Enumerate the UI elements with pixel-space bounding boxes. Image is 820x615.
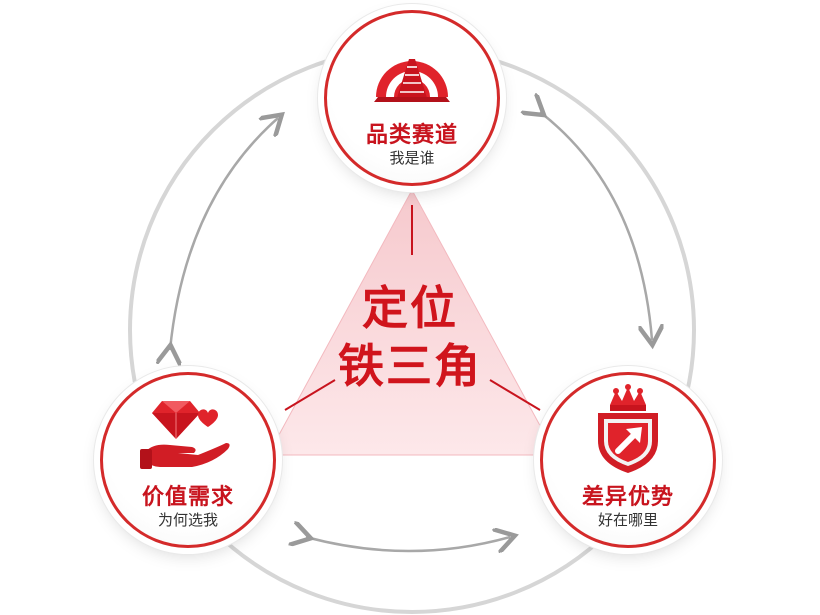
center-title-line2: 铁三角 <box>338 339 482 393</box>
node-subtitle-right: 好在哪里 <box>597 511 658 529</box>
node-title-left: 价值需求 <box>141 485 234 510</box>
arrow-left-top <box>170 118 278 350</box>
node-category-track: 品类赛道 我是谁 <box>324 10 500 186</box>
connector-right <box>489 379 541 411</box>
node-title-top: 品类赛道 <box>365 123 458 148</box>
target-railway-icon <box>374 59 450 102</box>
node-value-demand: 价值需求 为何选我 <box>100 372 276 548</box>
center-title-line1: 定位 <box>362 281 458 335</box>
arrow-top-right <box>540 112 652 340</box>
node-title-right: 差异优势 <box>581 485 674 510</box>
connector-left <box>284 379 336 411</box>
center-triangle <box>268 190 556 455</box>
node-differentiation: 差异优势 好在哪里 <box>540 372 716 548</box>
node-subtitle-top: 我是谁 <box>389 149 435 167</box>
node-subtitle-left: 为何选我 <box>157 511 218 529</box>
center-triangle-outline <box>267 188 557 456</box>
crown-shield-icon <box>598 384 658 473</box>
diamond-hand-icon <box>140 401 230 469</box>
arrow-left-right <box>306 537 510 551</box>
